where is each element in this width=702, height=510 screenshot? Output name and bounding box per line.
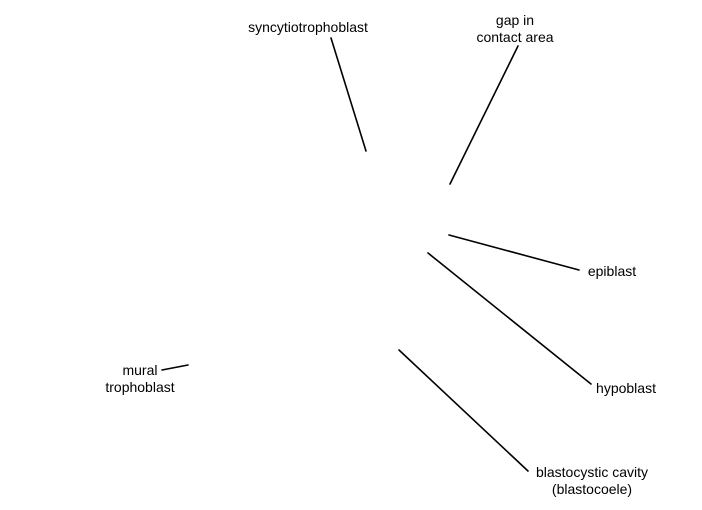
label-text: blastocystic cavity	[535, 464, 649, 480]
leader-line-gap	[449, 45, 519, 185]
label-blastocystic-cavity: blastocystic cavity (blastocoele)	[522, 464, 662, 498]
leader-line-epiblast	[448, 234, 580, 271]
leader-line-syncytiotrophoblast	[330, 37, 367, 152]
label-text: contact area	[476, 29, 554, 45]
label-syncytiotrophoblast: syncytiotrophoblast	[238, 19, 378, 36]
label-text: mural	[122, 362, 158, 378]
label-gap-in-contact-area: gap in contact area	[460, 12, 570, 46]
label-text: syncytiotrophoblast	[248, 19, 368, 35]
label-mural-trophoblast: mural trophoblast	[95, 362, 185, 396]
label-epiblast: epiblast	[578, 263, 646, 280]
label-text: trophoblast	[105, 379, 175, 395]
leader-line-hypoblast	[427, 252, 592, 385]
label-text: (blastocoele)	[551, 481, 633, 497]
label-text: epiblast	[587, 263, 637, 279]
leader-line-mural	[161, 364, 189, 371]
label-text: gap in	[495, 12, 535, 28]
leader-line-cavity	[398, 349, 529, 472]
label-hypoblast: hypoblast	[588, 380, 664, 397]
label-text: hypoblast	[596, 380, 656, 396]
